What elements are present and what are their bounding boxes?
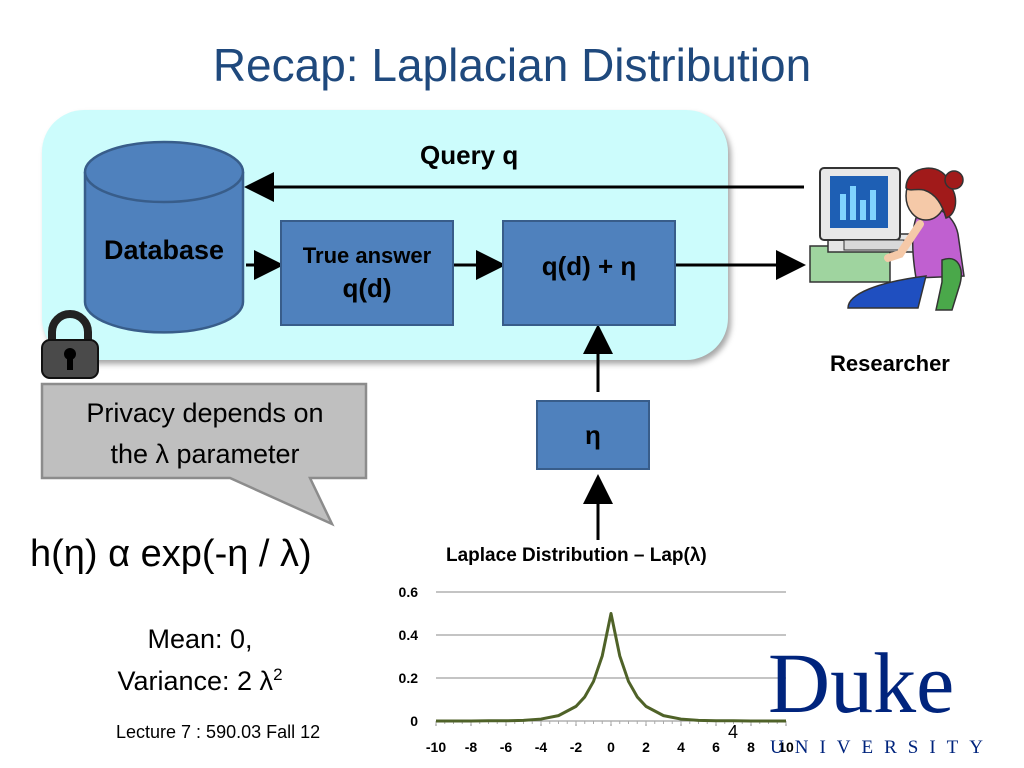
y-tick-label: 0.4	[399, 627, 419, 643]
true-answer-box: True answer q(d)	[280, 220, 454, 326]
researcher-icon	[809, 167, 965, 311]
variance-label: Variance: 2 λ	[117, 666, 274, 696]
y-tick-label: 0.6	[399, 584, 419, 600]
chart-title: Laplace Distribution – Lap(λ)	[446, 545, 707, 566]
callout-line2: the λ parameter	[110, 439, 300, 469]
callout-line1: Privacy depends on	[86, 398, 324, 428]
duke-logo-sub: UNIVERSITY	[770, 737, 994, 758]
y-tick-label: 0.2	[399, 670, 419, 686]
x-tick-label: 0	[607, 739, 615, 755]
x-tick-label: 6	[712, 739, 720, 755]
database-icon	[83, 140, 245, 334]
true-answer-line2: q(d)	[342, 272, 392, 303]
x-tick-label: -4	[535, 739, 548, 755]
noisy-answer-box: q(d) + η	[502, 220, 676, 326]
page-number: 4	[728, 722, 739, 742]
footer-text: Lecture 7 : 590.03 Fall 12	[116, 722, 321, 742]
x-tick-label: 4	[677, 739, 685, 755]
x-tick-label: 10	[778, 739, 794, 755]
database-label: Database	[103, 235, 225, 265]
x-tick-label: -2	[570, 739, 583, 755]
x-tick-label: 2	[642, 739, 650, 755]
density-formula: h(η) α exp(-η / λ)	[30, 533, 312, 575]
mean-text: Mean: 0,	[147, 624, 253, 654]
y-tick-label: 0	[410, 713, 418, 729]
noise-box: η	[536, 400, 650, 470]
callout-text: Privacy depends on the λ parameter	[50, 393, 360, 475]
x-tick-label: -10	[426, 739, 446, 755]
x-tick-label: 8	[747, 739, 755, 755]
x-tick-label: -8	[465, 739, 478, 755]
slide-title: Recap: Laplacian Distribution	[212, 39, 812, 91]
lock-icon	[41, 310, 99, 379]
researcher-label: Researcher	[830, 351, 950, 376]
variance-text: Variance: 2 λ2	[90, 665, 310, 697]
speech-bubble	[40, 382, 368, 527]
duke-logo-word: Duke	[768, 635, 955, 731]
true-answer-line1: True answer	[302, 242, 432, 268]
query-label: Query q	[420, 140, 519, 170]
x-tick-label: -6	[500, 739, 513, 755]
laplace-curve	[436, 612, 786, 723]
variance-exponent: 2	[273, 665, 283, 684]
